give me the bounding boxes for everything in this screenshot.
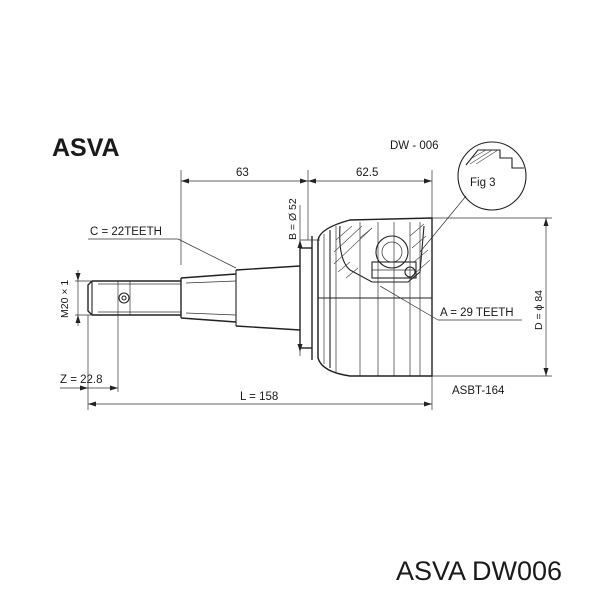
c-teeth-label: C = 22TEETH bbox=[90, 226, 162, 238]
d-diameter-label: D = ϕ 84 bbox=[533, 290, 545, 330]
dim-62-5: 62.5 bbox=[356, 167, 378, 179]
a-teeth-callout: A = 29 TEETH bbox=[379, 285, 522, 321]
footer-label: ASVA DW006 bbox=[396, 556, 562, 586]
part-code: DW - 006 bbox=[390, 140, 439, 152]
length-dimension: L = 158 bbox=[88, 376, 433, 410]
fig-label: Fig 3 bbox=[470, 177, 496, 189]
fig-detail: Fig 3 bbox=[419, 141, 527, 253]
b-diameter-label: B = Ø 52 bbox=[287, 198, 299, 240]
dim-63: 63 bbox=[236, 167, 249, 179]
z-dimension: Z = 22.8 bbox=[60, 315, 119, 410]
m-thread-label: M20 × 1 bbox=[59, 280, 71, 318]
m-thread-dimension: M20 × 1 bbox=[59, 270, 92, 326]
b-dimension: B = Ø 52 bbox=[287, 198, 320, 356]
d-dimension: D = ϕ 84 bbox=[432, 217, 552, 377]
top-dimensions: 63 62.5 bbox=[180, 167, 433, 265]
shaft bbox=[87, 236, 313, 360]
z-value-label: Z = 22.8 bbox=[60, 374, 103, 386]
c-teeth-callout: C = 22TEETH bbox=[88, 226, 237, 269]
a-teeth-label: A = 29 TEETH bbox=[440, 307, 514, 319]
length-label: L = 158 bbox=[240, 391, 278, 403]
boot-code: ASBT-164 bbox=[452, 385, 505, 397]
joint-housing bbox=[317, 217, 433, 377]
brand-logo: ASVA bbox=[52, 134, 120, 162]
